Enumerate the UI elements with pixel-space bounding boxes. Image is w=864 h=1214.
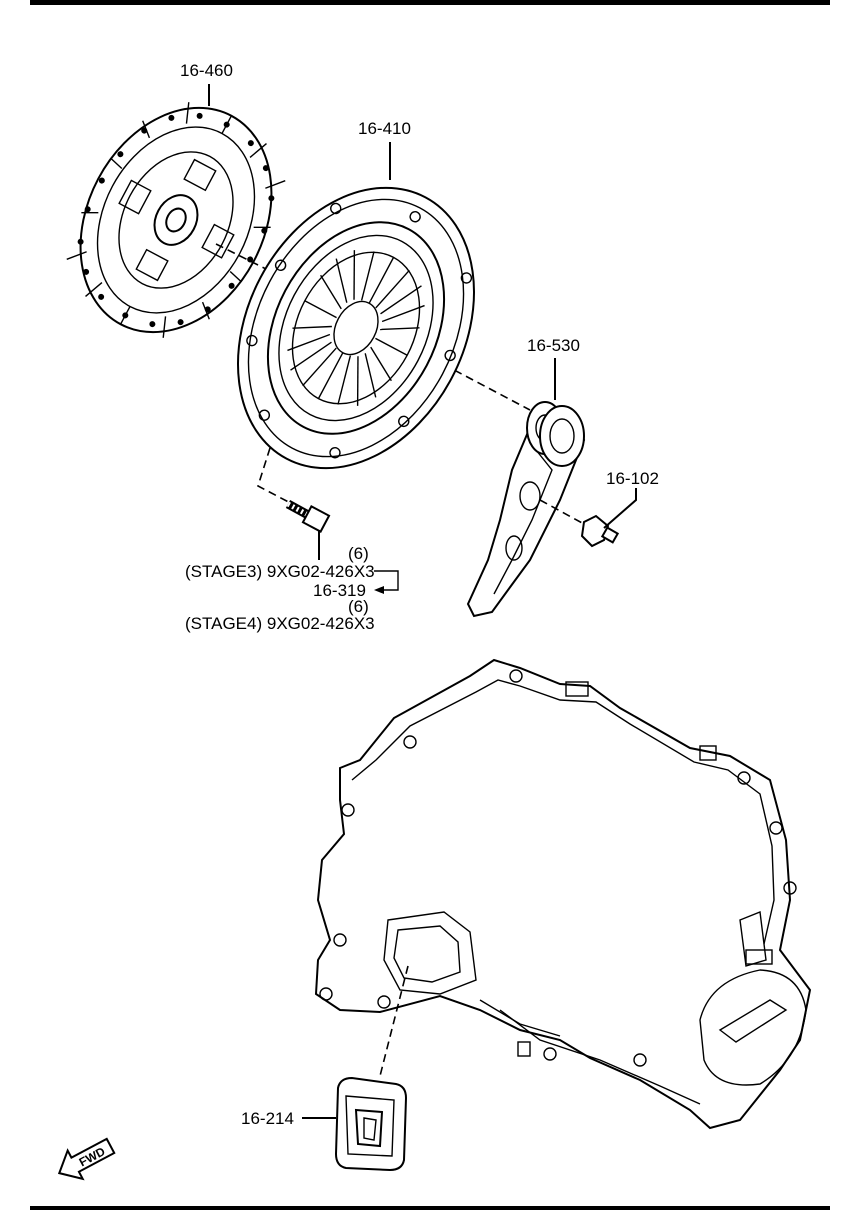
label-bolt: 16-319 [313,581,366,600]
boot-axis [379,965,409,1077]
boot-drawing[interactable] [334,1076,408,1172]
bolt-axis [257,447,301,509]
bolt-qty-stage3: (6) [348,544,369,563]
bolt-drawing[interactable] [285,500,331,533]
top-rule [30,0,830,5]
label-clutch-cover: 16-410 [358,119,411,138]
label-fitting: 16-102 [606,469,659,488]
clutch-cover-drawing[interactable] [191,147,521,510]
label-release-bearing: 16-530 [527,336,580,355]
fitting-axis [539,499,585,525]
fwd-arrow-icon: FWD [57,1137,116,1181]
release-bearing-drawing[interactable] [526,401,585,467]
transmission-case-drawing[interactable] [314,658,812,1130]
label-boot: 16-214 [241,1109,294,1128]
bolt-qty-stage4: (6) [348,597,369,616]
clutch-disc-drawing[interactable] [43,74,309,365]
bottom-rule [30,1206,830,1210]
bolt-note-stage3: (STAGE3) 9XG02-426X3 [185,562,375,581]
bolt-note-stage4: (STAGE4) 9XG02-426X3 [185,614,375,633]
label-clutch-disc: 16-460 [180,61,233,80]
fitting-drawing[interactable] [580,514,620,548]
